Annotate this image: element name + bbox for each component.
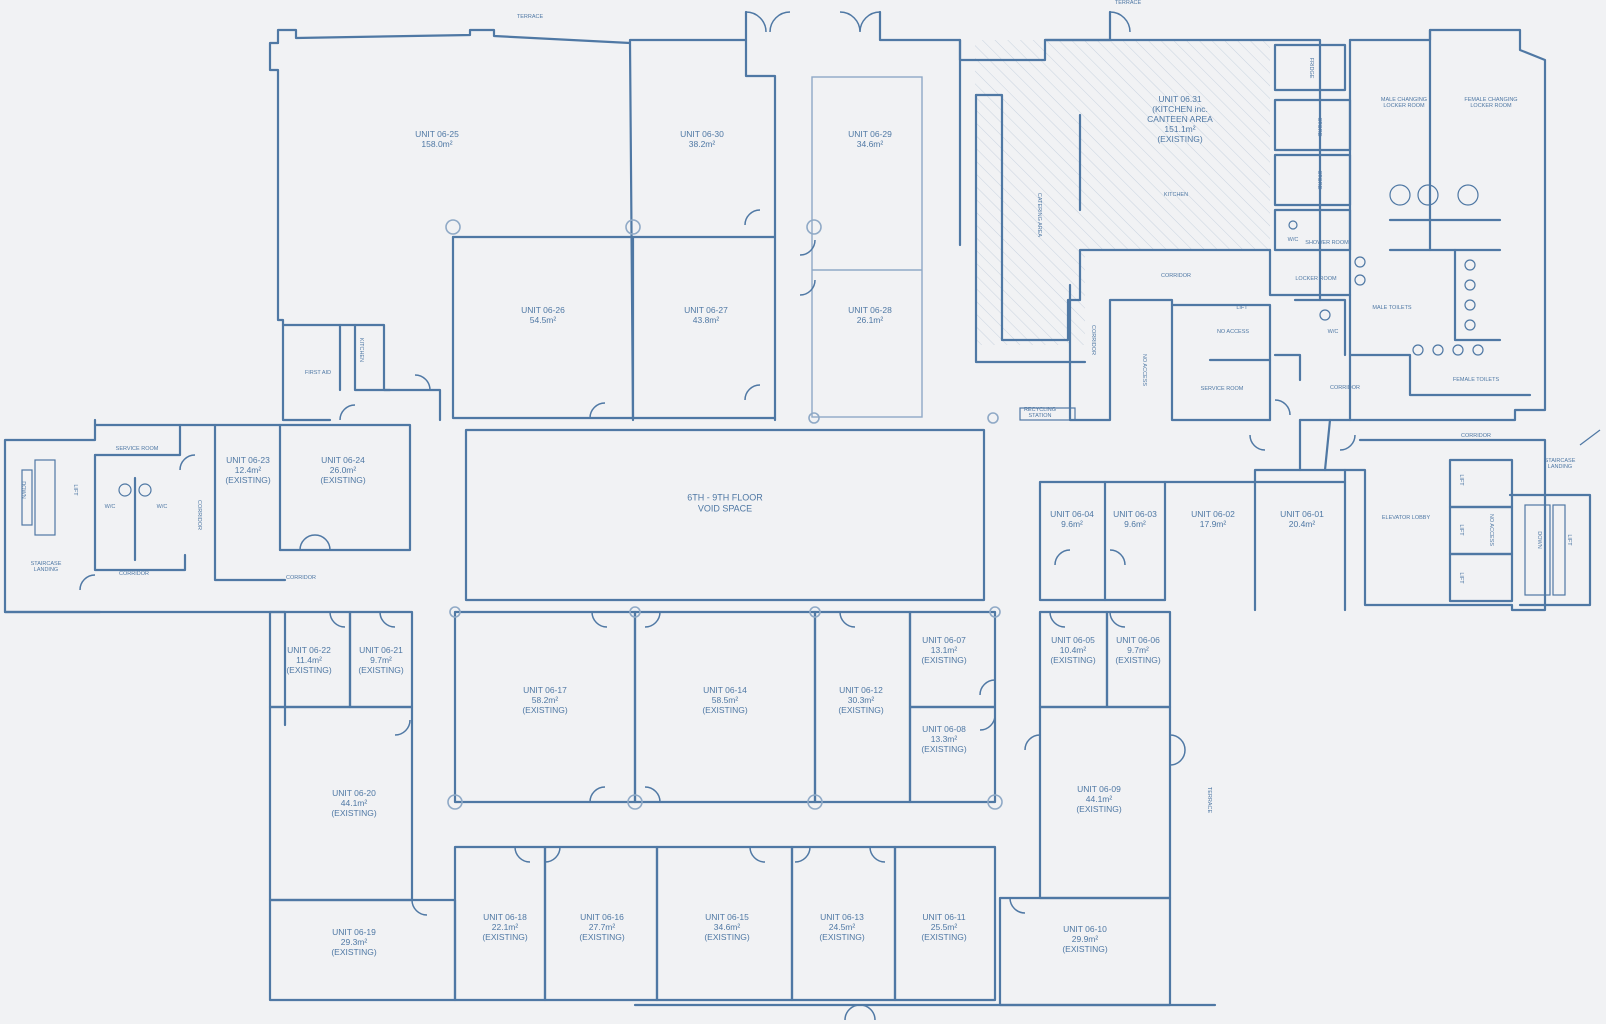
room-label-corridor-w1: CORRIDOR: [119, 571, 149, 577]
room-label-first-aid: FIRST AID: [305, 370, 331, 376]
room-label-store1: STORE: [1316, 118, 1322, 137]
room-label-male-toilets: MALE TOILETS: [1372, 305, 1412, 311]
room-label-no-access1: NO ACCESS: [1217, 329, 1249, 335]
room-label-elevator-lobby: ELEVATOR LOBBY: [1382, 515, 1431, 521]
room-label-wc1: W/C: [105, 504, 116, 510]
room-label-wc3: W/C: [1288, 237, 1299, 243]
room-label-service-room-w: SERVICE ROOM: [116, 446, 159, 452]
room-label-corridor-w2: CORRIDOR: [286, 575, 316, 581]
room-label-lift-n: LIFT: [1236, 305, 1248, 311]
room-label-no-access2: NO ACCESS: [1141, 354, 1147, 386]
room-label-female-toilets: FEMALE TOILETS: [1453, 377, 1500, 383]
room-label-catering: CATERING AREA: [1036, 193, 1042, 238]
room-label-down-e: DOWN: [1536, 531, 1542, 548]
room-label-corridor-e1: CORRIDOR: [1330, 385, 1360, 391]
room-label-corridor-n: CORRIDOR: [1161, 273, 1191, 279]
room-label-shower: SHOWER ROOM: [1305, 240, 1349, 246]
room-label-service-room-e: SERVICE ROOM: [1201, 386, 1244, 392]
room-label-corridor-w3: CORRIDOR: [196, 500, 202, 530]
room-label-wc4: W/C: [1328, 329, 1339, 335]
room-label-lift-e4: LIFT: [1566, 534, 1572, 546]
room-label-terrace3: TERRACE: [1206, 787, 1212, 814]
room-label-fridge: FRIDGE: [1308, 58, 1314, 79]
room-label-no-access3: NO ACCESS: [1488, 514, 1494, 546]
room-label-lift-e3: LIFT: [1458, 572, 1464, 584]
room-label-store2: STORE: [1316, 171, 1322, 190]
room-label-corridor-e2: CORRIDOR: [1461, 433, 1491, 439]
room-label-kitchen-big: KITCHEN: [1164, 192, 1188, 198]
room-label-wc2: W/C: [157, 504, 168, 510]
room-label-lift-e1: LIFT: [1458, 474, 1464, 486]
room-label-lift-e2: LIFT: [1458, 524, 1464, 536]
room-label-terrace1: TERRACE: [517, 14, 544, 20]
room-label-lift-w: LIFT: [72, 484, 78, 496]
room-label-locker: LOCKER ROOM: [1295, 276, 1337, 282]
room-label-corridor-v: CORRIDOR: [1090, 325, 1096, 355]
room-label-down-w: DOWN: [20, 481, 26, 498]
room-label-terrace2: TERRACE: [1115, 0, 1142, 6]
room-label-kitchen-small: KITCHEN: [358, 338, 364, 362]
